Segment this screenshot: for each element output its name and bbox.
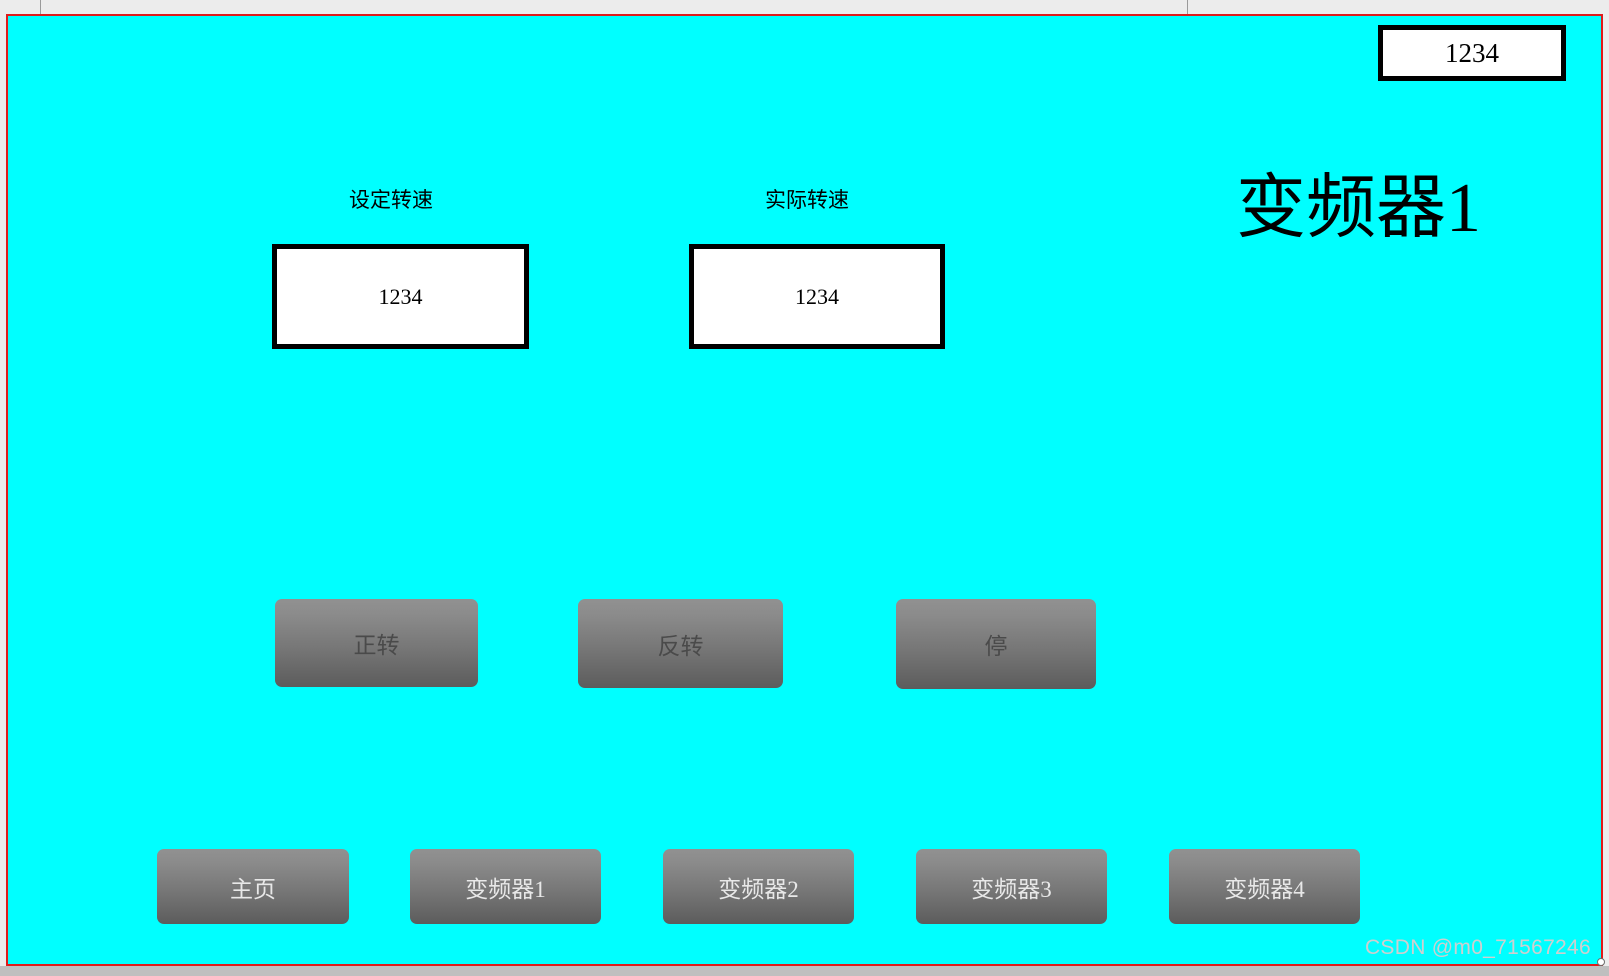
reverse-run-button[interactable]: 反转 bbox=[578, 599, 783, 688]
actual-speed-value-display: 1234 bbox=[689, 244, 945, 349]
hmi-screen-canvas: 1234 设定转速 1234 实际转速 1234 变频器1 正转 反转 停 主页… bbox=[6, 14, 1603, 966]
status-value-display[interactable]: 1234 bbox=[1378, 25, 1566, 81]
chrome-divider-left bbox=[40, 0, 41, 14]
chrome-divider-right bbox=[1187, 0, 1188, 14]
watermark-text: CSDN @m0_71567246 bbox=[1364, 936, 1591, 959]
nav-button-inverter3[interactable]: 变频器3 bbox=[916, 849, 1107, 924]
canvas-resize-handle[interactable] bbox=[1597, 958, 1605, 966]
forward-run-button[interactable]: 正转 bbox=[275, 599, 478, 687]
setpoint-label: 设定转速 bbox=[349, 188, 433, 212]
page-title: 变频器1 bbox=[1236, 170, 1481, 247]
nav-button-inverter2[interactable]: 变频器2 bbox=[663, 849, 854, 924]
nav-button-inverter1[interactable]: 变频器1 bbox=[410, 849, 601, 924]
chrome-strip-bottom bbox=[0, 966, 1609, 976]
nav-button-home[interactable]: 主页 bbox=[157, 849, 349, 924]
stop-button[interactable]: 停 bbox=[896, 599, 1096, 689]
setpoint-value-input[interactable]: 1234 bbox=[272, 244, 529, 349]
actual-speed-label: 实际转速 bbox=[765, 188, 849, 212]
nav-button-inverter4[interactable]: 变频器4 bbox=[1169, 849, 1360, 924]
